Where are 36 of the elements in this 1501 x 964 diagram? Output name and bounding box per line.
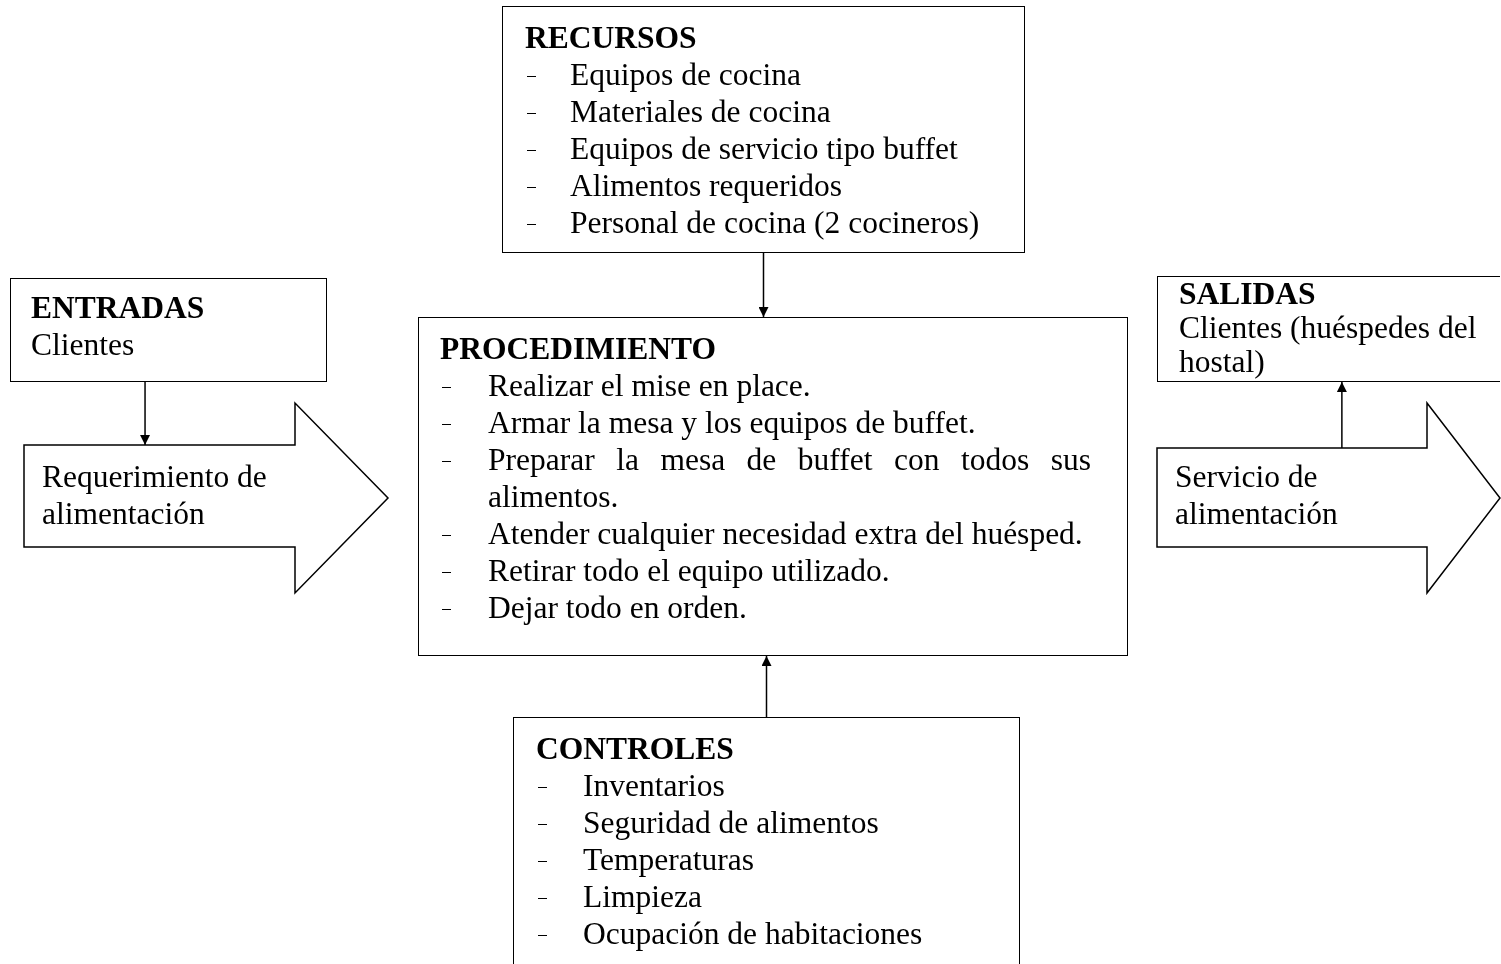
block-arrow xyxy=(1156,400,1501,596)
box-heading: SALIDAS xyxy=(1179,277,1317,311)
box-text: Clientes xyxy=(31,326,136,363)
list-item: Preparar la mesa de buffet con todos sus alimentos. xyxy=(488,442,1091,514)
list-item: Armar la mesa y los equipos de buffet. xyxy=(488,405,976,440)
process-box xyxy=(513,717,1020,964)
list-item: Realizar el mise en place. xyxy=(488,368,811,403)
list-item: Atender cualquier necesidad extra del huésped. xyxy=(488,516,1083,551)
process-box xyxy=(418,317,1128,656)
list-item: Alimentos requeridos xyxy=(570,168,843,203)
list-item: Inventarios xyxy=(583,768,725,803)
box-heading: CONTROLES xyxy=(536,730,735,767)
list-item: Temperaturas xyxy=(583,842,754,877)
arrow xyxy=(761,655,772,718)
edge-label: Requerimiento de alimentación xyxy=(42,458,268,532)
list-item: Personal de cocina (2 cocineros) xyxy=(570,205,980,240)
list-item: Equipos de servicio tipo buffet xyxy=(570,131,958,166)
list-item: Limpieza xyxy=(583,879,702,914)
arrow xyxy=(140,381,151,446)
arrow xyxy=(758,252,769,318)
io-box xyxy=(1157,276,1500,382)
list-item: Equipos de cocina xyxy=(570,57,801,92)
block-arrow xyxy=(23,401,390,595)
io-box xyxy=(10,278,327,382)
list-item: Dejar todo en orden. xyxy=(488,590,747,625)
list-item: Retirar todo el equipo utilizado. xyxy=(488,553,890,588)
box-heading: RECURSOS xyxy=(525,19,698,56)
arrow xyxy=(1336,381,1347,449)
box-text: Clientes (huéspedes del hostal) xyxy=(1179,311,1478,379)
list-item: Seguridad de alimentos xyxy=(583,805,879,840)
list-item: Materiales de cocina xyxy=(570,94,831,129)
process-box xyxy=(502,6,1025,253)
edge-label: Servicio de alimentación xyxy=(1175,458,1339,532)
box-heading: ENTRADAS xyxy=(31,289,206,326)
box-heading: PROCEDIMIENTO xyxy=(440,330,717,367)
list-item: Ocupación de habitaciones xyxy=(583,916,923,951)
